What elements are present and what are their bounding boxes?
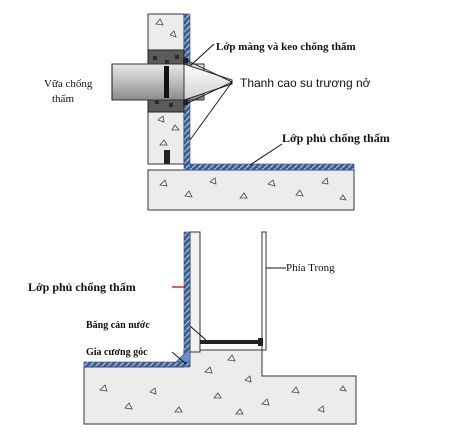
- bottom-slab-aggregate: [99, 354, 347, 415]
- bottom-base-coating: [83, 361, 191, 368]
- label-top-coating: Lớp phủ chống thấm: [282, 131, 390, 145]
- membrane-leader: [189, 43, 215, 67]
- waterstop-leader: [189, 325, 207, 341]
- top-rubber-bar: [164, 66, 169, 98]
- top-diagram: Lớp màng và keo chống thấm Vữa chống thấ…: [44, 13, 390, 211]
- label-rubber-bar: Thanh cao su trương nở: [240, 76, 371, 90]
- bottom-waterstop-end: [258, 338, 263, 346]
- top-membrane-dot: [183, 58, 188, 63]
- top-rubber-wedge: [183, 63, 233, 101]
- label-membrane: Lớp màng và keo chống thấm: [216, 41, 356, 53]
- top-corner-block: [164, 150, 170, 164]
- top-membrane-dot-2: [183, 100, 188, 105]
- bottom-slab: [83, 349, 357, 425]
- label-corner: Gia cương góc: [86, 347, 148, 358]
- top-floor-coating: [183, 163, 355, 171]
- label-bottom-coating: Lớp phủ chống thấm: [28, 280, 136, 294]
- top-mortar-dots: [153, 55, 179, 107]
- coating-leader: [249, 143, 283, 166]
- top-floor-slab: [147, 169, 355, 211]
- bottom-right-wall: [261, 231, 267, 351]
- bottom-diagram: Phía Trong Lớp phủ chống thấm Băng cản n…: [28, 231, 357, 425]
- bottom-wall-coating: [183, 231, 191, 367]
- corner-leader: [171, 351, 187, 365]
- label-mortar-line2: thấm: [52, 93, 74, 105]
- label-waterstop: Băng cản nước: [86, 320, 150, 331]
- label-inside: Phía Trong: [286, 262, 335, 274]
- bottom-waterstop: [200, 340, 262, 344]
- top-floor-aggregate: [159, 177, 347, 201]
- rubber-bar-leaders: [185, 59, 233, 141]
- label-mortar-line1: Vữa chống: [44, 78, 93, 90]
- bottom-corner-reinforcement: [175, 347, 191, 363]
